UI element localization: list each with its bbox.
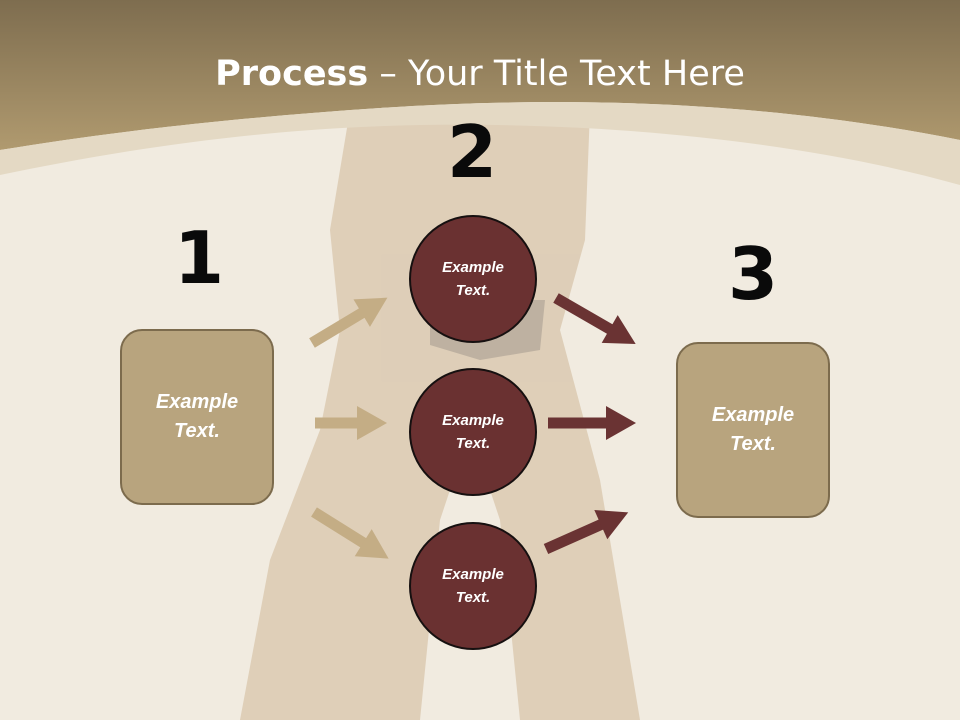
arrow-box1-to-circle-top: [309, 297, 388, 348]
step-number-3: 3: [727, 232, 779, 316]
step-number-1: 1: [173, 216, 225, 300]
arrow-circle-top-to-box3: [553, 293, 636, 344]
arrow-circle-middle-to-box3: [548, 406, 636, 440]
step-3-box-text: Example Text.: [711, 404, 795, 455]
header-curve: [0, 102, 960, 185]
step-2-circle-bottom: Example Text.: [409, 522, 537, 650]
step-1-box-text: Example Text.: [155, 391, 239, 442]
step-number-2: 2: [446, 110, 498, 194]
arrow-circle-bottom-to-box3: [543, 509, 629, 555]
circle-middle-text: Example Text.: [442, 412, 504, 452]
title-separator: –: [368, 54, 408, 94]
step-3-box: Example Text.: [676, 342, 830, 518]
step-2-circle-top: Example Text.: [409, 215, 537, 343]
title-bold: Process: [215, 54, 369, 94]
title-text: Your Title Text Here: [407, 54, 745, 94]
circle-bottom-text: Example Text.: [442, 566, 504, 606]
step-2-circle-middle: Example Text.: [409, 368, 537, 496]
header-band: [0, 0, 960, 150]
slide-title: Process – Your Title Text Here: [0, 52, 960, 96]
circle-top-text: Example Text.: [442, 259, 504, 299]
arrow-box1-to-circle-middle: [315, 406, 387, 440]
arrow-box1-to-circle-bottom: [311, 507, 389, 559]
step-1-box: Example Text.: [120, 329, 274, 505]
